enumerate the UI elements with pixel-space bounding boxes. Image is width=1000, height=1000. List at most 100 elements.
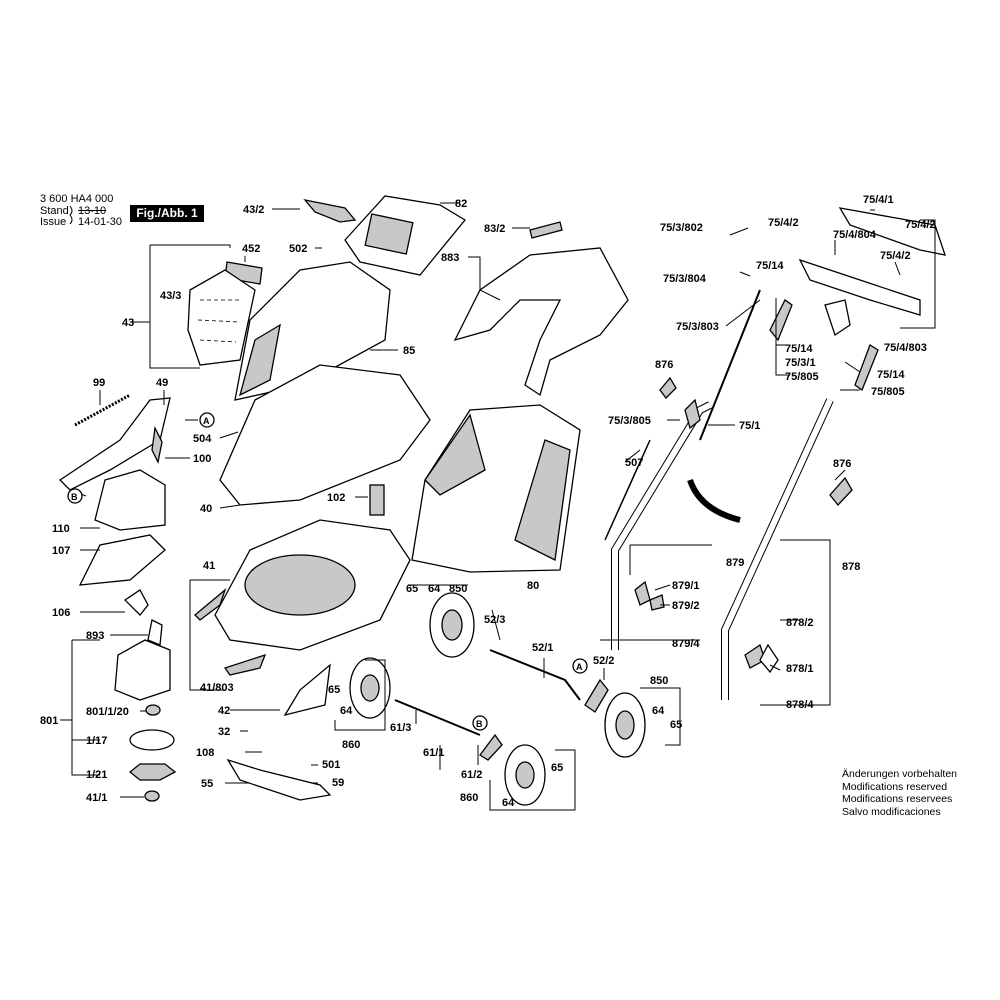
label-52-3: 52/3 — [484, 614, 505, 626]
part-52-2-drawing — [584, 678, 609, 713]
part-878-2-drawing — [759, 643, 779, 674]
label-879-2: 879/2 — [672, 600, 700, 612]
part-99-spring-drawing — [74, 393, 131, 427]
label-878-2: 878/2 — [786, 617, 814, 629]
label-108: 108 — [196, 747, 214, 759]
part-106-drawing — [123, 589, 149, 616]
label-75-4-2-a: 75/4/2 — [768, 217, 799, 229]
label-75-805-a: 75/805 — [785, 371, 819, 383]
label-41: 41 — [203, 560, 215, 572]
part-42-drawing — [283, 663, 331, 717]
label-860-b: 860 — [460, 792, 478, 804]
stand-label: Stand — [40, 205, 69, 217]
label-59: 59 — [332, 777, 344, 789]
label-99: 99 — [93, 377, 105, 389]
label-883: 883 — [441, 252, 459, 264]
label-55: 55 — [201, 778, 213, 790]
part-41-1-drawing — [144, 790, 160, 802]
label-1-21: 1/21 — [86, 769, 107, 781]
axle-52-1-drawing — [489, 649, 581, 701]
part-75-3-1-drawing — [824, 299, 851, 337]
part-75-4-1-drawing — [838, 207, 946, 256]
label-504: 504 — [193, 433, 212, 445]
label-82: 82 — [455, 198, 467, 210]
label-75-3-803: 75/3/803 — [676, 321, 719, 333]
callout-b-left — [67, 488, 83, 504]
label-41-1: 41/1 — [86, 792, 107, 804]
part-107-chute-drawing — [78, 534, 166, 586]
wheel-850-right-hub — [615, 710, 635, 740]
label-100: 100 — [193, 453, 211, 465]
label-43-2: 43/2 — [243, 204, 264, 216]
part-100-drawing — [151, 425, 163, 464]
label-65-b: 65 — [328, 684, 340, 696]
part-75-3-805-drawing — [684, 398, 701, 430]
label-878-1: 878/1 — [786, 663, 814, 675]
note-en: Modifications reserved — [842, 780, 948, 793]
stand-date: 13-10 — [78, 205, 107, 217]
part-40-chassis-drawing — [219, 364, 431, 506]
label-52-1: 52/1 — [532, 642, 553, 654]
label-801: 801 — [40, 715, 58, 727]
label-61-3: 61/3 — [390, 722, 411, 734]
part-801-motor-drawing — [114, 639, 171, 701]
label-879-4: 879/4 — [672, 638, 700, 650]
label-a-right: A — [576, 662, 583, 672]
label-75-4-2-c: 75/4/2 — [880, 250, 911, 262]
handle-878-outer — [721, 398, 834, 700]
handle-879-inner — [612, 402, 712, 650]
part-number: 3 600 HA4 000 — [40, 193, 114, 205]
label-879: 879 — [726, 557, 744, 569]
modification-notes: Änderungen vorbehalten Modifications res… — [842, 768, 957, 818]
label-83-2: 83/2 — [484, 223, 505, 235]
issue-label: Issue — [40, 216, 67, 228]
label-75-3-804: 75/3/804 — [663, 273, 707, 285]
deck-inner — [244, 554, 356, 616]
part-893-drawing — [147, 619, 163, 646]
issue-date: 14-01-30 — [78, 216, 123, 228]
callout-a-right — [572, 658, 588, 674]
part-879-2-drawing — [649, 594, 665, 611]
label-107: 107 — [52, 545, 70, 557]
housing-vent — [238, 323, 281, 397]
cable-507 — [604, 439, 651, 541]
label-52-2: 52/2 — [593, 655, 614, 667]
part-879-1-drawing — [634, 580, 651, 606]
label-43: 43 — [122, 317, 134, 329]
grille-lines — [197, 299, 241, 343]
grassbox-mesh-left — [424, 413, 486, 496]
note-de: Änderungen vorbehalten — [842, 768, 958, 780]
part-43-2-drawing — [303, 199, 357, 223]
label-64-d: 64 — [502, 797, 515, 809]
label-40: 40 — [200, 503, 212, 515]
part-883-cover-drawing — [453, 247, 629, 397]
label-502: 502 — [289, 243, 307, 255]
part-102-drawing — [369, 484, 385, 516]
label-75-4-803: 75/4/803 — [884, 342, 927, 354]
label-876-a: 876 — [655, 359, 673, 371]
label-85: 85 — [403, 345, 415, 357]
label-41-803: 41/803 — [200, 682, 234, 694]
header-brace — [69, 205, 73, 225]
label-64-c: 64 — [652, 705, 665, 717]
label-1-17: 1/17 — [86, 735, 107, 747]
label-501: 501 — [322, 759, 340, 771]
label-75-4-1: 75/4/1 — [863, 194, 894, 206]
part-1-21-belt-drawing — [128, 763, 177, 781]
part-801-1-20-drawing — [145, 704, 161, 716]
label-878-4: 878/4 — [786, 699, 814, 711]
part-876-left-drawing — [659, 376, 677, 399]
label-75-3-805: 75/3/805 — [608, 415, 651, 427]
label-876-b: 876 — [833, 458, 851, 470]
label-75-3-802: 75/3/802 — [660, 222, 703, 234]
label-75-4-2-b: 75/4/2 — [905, 219, 936, 231]
figure-badge: Fig./Abb. 1 — [130, 205, 204, 222]
label-75-1: 75/1 — [739, 420, 760, 432]
label-b-right: B — [476, 719, 483, 729]
label-65: 65 — [406, 583, 418, 595]
label-106: 106 — [52, 607, 70, 619]
part-41-803-drawing — [223, 653, 267, 676]
label-65-d: 65 — [551, 762, 563, 774]
part-83-2-drawing — [529, 221, 563, 239]
